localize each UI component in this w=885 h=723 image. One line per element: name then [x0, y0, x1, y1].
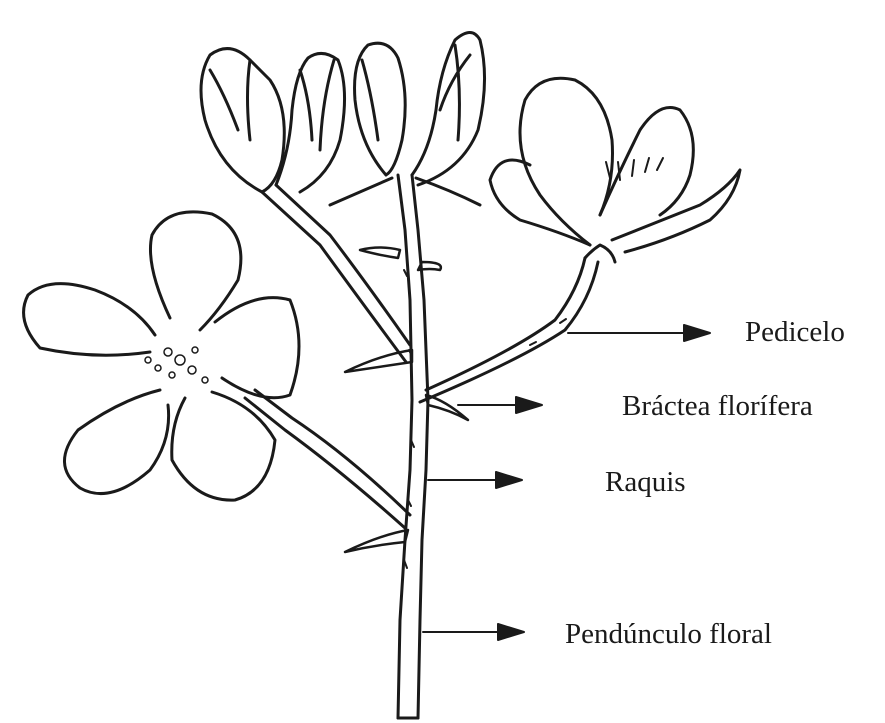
- label-pedunculo-floral: Pendúnculo floral: [565, 620, 772, 649]
- half-open-flower-right: [490, 78, 740, 262]
- pedicelo-arrowhead: [684, 325, 710, 341]
- main-stem: [398, 175, 428, 718]
- bractea-arrowhead: [516, 397, 542, 413]
- left-flower-pedicel: [245, 390, 410, 528]
- label-raquis: Raquis: [605, 468, 686, 497]
- upper-left-branch: [262, 185, 410, 362]
- label-pedicelo: Pedicelo: [745, 318, 845, 347]
- label-bractea-florifera: Bráctea florífera: [622, 392, 813, 421]
- open-flower-left: [24, 212, 299, 500]
- flower-buds: [201, 33, 485, 206]
- raquis-arrowhead: [496, 472, 522, 488]
- right-flower-pedicel: [420, 258, 598, 402]
- pedunculo-arrowhead: [498, 624, 524, 640]
- open-flower-center: [145, 347, 208, 383]
